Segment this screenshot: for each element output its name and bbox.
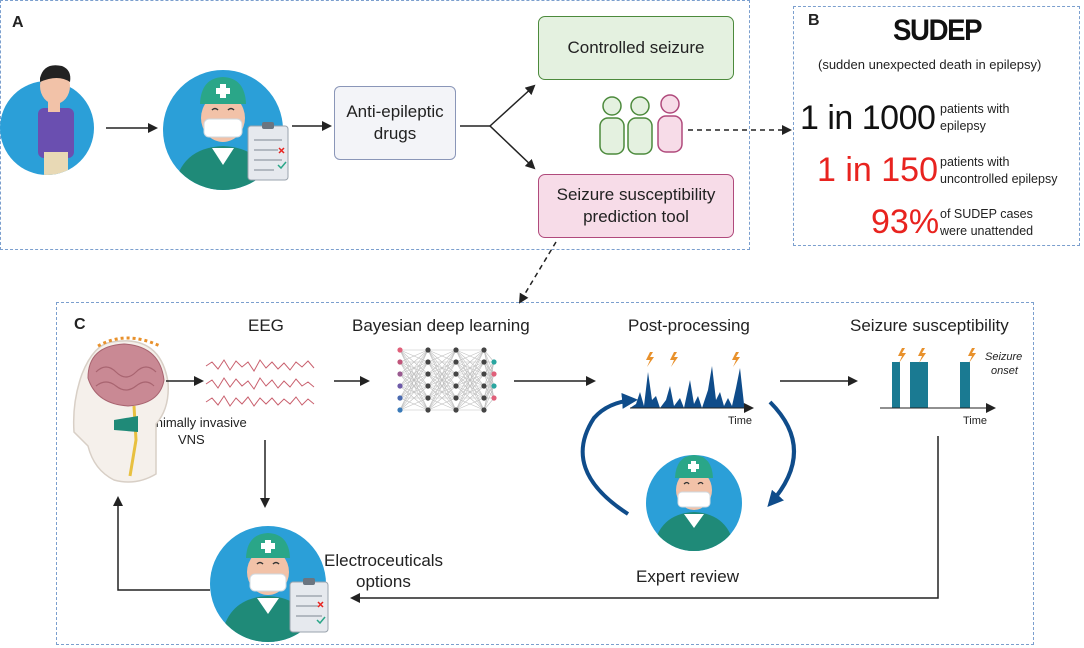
vns-label-2: VNS xyxy=(178,432,205,447)
electroceuticals-label-2: options xyxy=(356,572,411,591)
seizure-onset-label-1: Seizure xyxy=(985,351,1023,363)
time-label-susceptibility: Time xyxy=(963,415,988,427)
stat-93-desc-1: of SUDEP cases xyxy=(940,207,1033,221)
eeg-signal-icon xyxy=(205,359,315,407)
expert-doctor-icon xyxy=(646,455,742,551)
panel-c-arrows xyxy=(113,376,939,603)
vns-label-1: Minimally invasive xyxy=(142,415,247,430)
panel-b xyxy=(793,6,1080,246)
panel-a-letter: A xyxy=(12,14,24,31)
stat-150-desc-1: patients with xyxy=(940,155,1010,169)
stat-150-desc-2: uncontrolled epilepsy xyxy=(940,172,1058,186)
review-loop-arrows xyxy=(580,392,796,516)
stat-93-value: 93% xyxy=(871,203,940,241)
seizure-susceptibility-label: Seizure susceptibility xyxy=(850,316,1009,335)
post-processing-label: Post-processing xyxy=(628,316,750,335)
sudep-subtitle: (sudden unexpected death in epilepsy) xyxy=(818,57,1042,72)
post-processing-signal xyxy=(630,366,754,413)
doctor-icon xyxy=(163,70,289,190)
patients-group-icon xyxy=(599,94,683,155)
stat-1000-value: 1 in 1000 xyxy=(800,99,936,137)
lightning-icon xyxy=(646,348,976,367)
stat-150-value: 1 in 150 xyxy=(817,151,938,189)
panel-a-arrows xyxy=(106,84,792,304)
bayesian-label: Bayesian deep learning xyxy=(352,316,530,335)
panel-c-letter: C xyxy=(74,316,86,333)
stat-1000-desc-2: epilepsy xyxy=(940,119,986,133)
electroceuticals-doctor-icon xyxy=(210,526,329,642)
panel-b-letter: B xyxy=(808,12,820,29)
stat-93-desc-2: were unattended xyxy=(940,224,1034,238)
person-icon xyxy=(0,65,94,175)
sudep-title: SUDEP xyxy=(893,14,983,47)
controlled-seizure-box: Controlled seizure xyxy=(538,16,734,80)
eeg-label: EEG xyxy=(248,316,284,335)
brain-head-icon xyxy=(72,336,169,483)
prediction-tool-box: Seizure susceptibility prediction tool xyxy=(538,174,734,238)
electroceuticals-label-1: Electroceuticals xyxy=(324,551,444,570)
expert-review-label: Expert review xyxy=(636,567,739,586)
seizure-onset-label-2: onset xyxy=(991,365,1018,377)
seizure-susceptibility-bars xyxy=(880,362,996,413)
time-label-post: Time xyxy=(728,415,753,427)
anti-epileptic-drugs-box: Anti-epileptic drugs xyxy=(334,86,456,160)
neural-network-icon xyxy=(397,347,497,413)
panel-c xyxy=(56,302,1034,645)
stat-1000-desc-1: patients with xyxy=(940,102,1010,116)
